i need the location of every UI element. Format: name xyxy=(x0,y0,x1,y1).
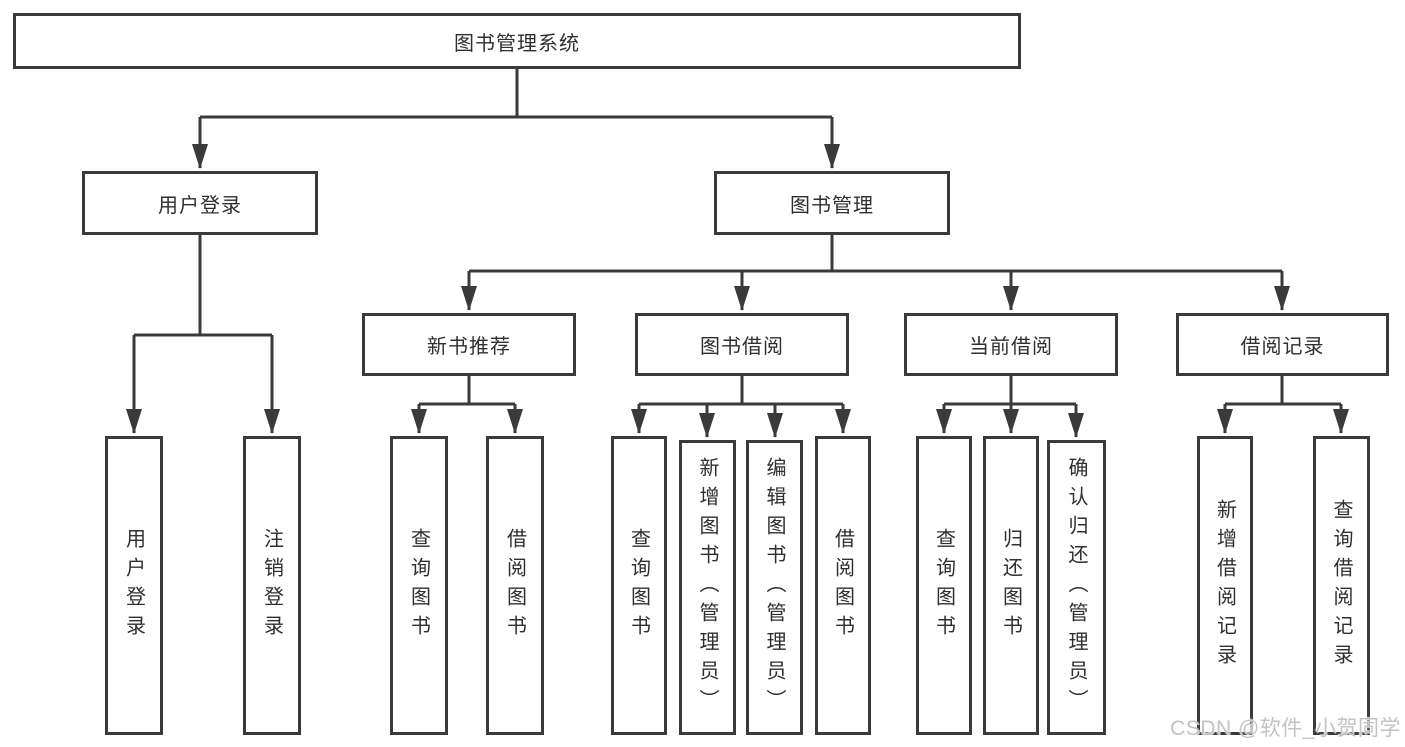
node-label: 图书借阅 xyxy=(700,336,784,358)
node-leaf-query-book-1: 查询图书 xyxy=(390,436,448,735)
node-label: 编辑图书（管理员） xyxy=(763,457,785,718)
node-leaf-user-login: 用户登录 xyxy=(105,436,163,735)
edge-root-split xyxy=(200,69,832,119)
node-library-management-system: 图书管理系统 xyxy=(13,13,1021,69)
edge-book-management-split xyxy=(469,235,1282,273)
watermark: CSDN @软件_小贺同学 xyxy=(1170,717,1401,740)
node-label: 查询图书 xyxy=(627,527,650,644)
node-label: 用户登录 xyxy=(158,194,242,217)
node-label: 借阅记录 xyxy=(1240,336,1325,358)
node-label: 确认归还（管理员） xyxy=(1065,457,1087,718)
node-borrow-record: 借阅记录 xyxy=(1176,313,1389,376)
node-label: 图书管理系统 xyxy=(454,32,580,55)
node-user-login: 用户登录 xyxy=(82,171,318,235)
node-label: 查询图书 xyxy=(932,527,955,644)
node-leaf-borrow-book-2: 借阅图书 xyxy=(815,436,871,735)
node-current-borrow: 当前借阅 xyxy=(904,313,1118,376)
node-label: 查询图书 xyxy=(407,527,430,644)
node-label: 新增图书（管理员） xyxy=(696,457,718,718)
edge-book-borrow-split xyxy=(639,376,843,406)
node-label: 借阅图书 xyxy=(831,527,854,644)
node-leaf-edit-book-admin: 编辑图书（管理员） xyxy=(746,440,803,735)
node-leaf-query-book-2: 查询图书 xyxy=(611,436,667,735)
edge-new-book-split xyxy=(419,376,515,406)
node-label: 用户登录 xyxy=(122,527,145,644)
node-leaf-query-book-3: 查询图书 xyxy=(916,436,972,735)
node-label: 注销登录 xyxy=(260,527,283,644)
edge-borrow-record-split xyxy=(1225,376,1341,406)
node-leaf-return-book: 归还图书 xyxy=(983,436,1039,735)
node-leaf-query-borrow-record: 查询借阅记录 xyxy=(1313,436,1370,735)
node-leaf-logout-login: 注销登录 xyxy=(243,436,301,735)
edge-user-login-split xyxy=(134,235,272,337)
node-leaf-add-borrow-record: 新增借阅记录 xyxy=(1197,436,1253,735)
node-label: 新书推荐 xyxy=(427,336,511,358)
node-label: 借阅图书 xyxy=(503,527,526,644)
node-leaf-add-book-admin: 新增图书（管理员） xyxy=(679,440,736,735)
node-leaf-borrow-book-1: 借阅图书 xyxy=(486,436,544,735)
node-label: 当前借阅 xyxy=(969,336,1053,358)
node-leaf-confirm-return-admin: 确认归还（管理员） xyxy=(1047,440,1106,735)
node-new-book-recommend: 新书推荐 xyxy=(362,313,576,376)
node-book-borrow: 图书借阅 xyxy=(635,313,849,376)
node-label: 新增借阅记录 xyxy=(1213,498,1236,673)
node-label: 图书管理 xyxy=(790,194,874,217)
node-label: 归还图书 xyxy=(999,527,1022,644)
edge-current-borrow-split xyxy=(944,376,1076,406)
node-book-management: 图书管理 xyxy=(714,171,950,235)
node-label: 查询借阅记录 xyxy=(1330,498,1352,673)
